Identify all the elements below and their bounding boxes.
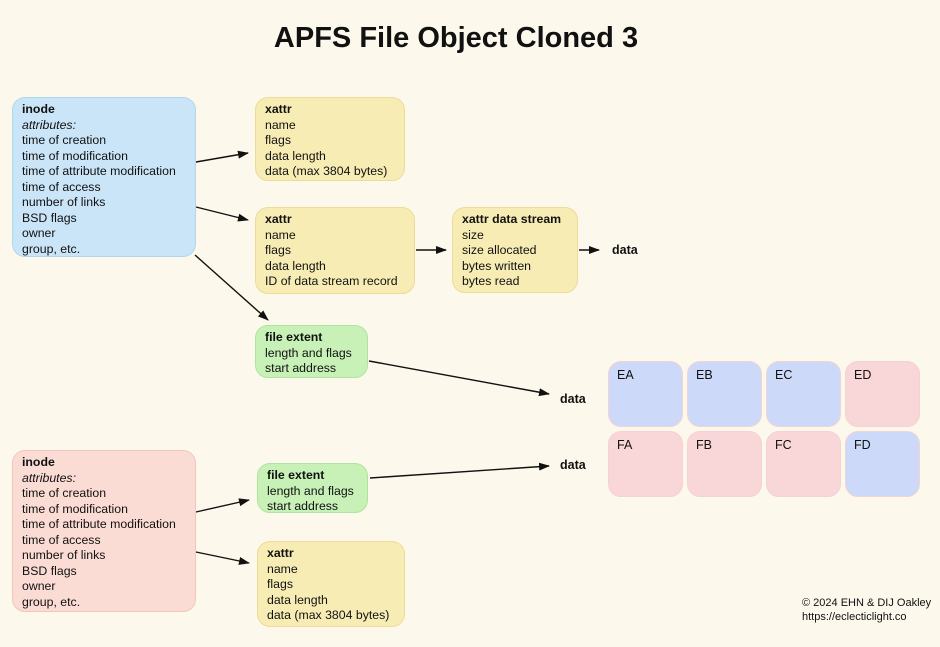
node-line: time of modification [22, 148, 128, 163]
arrow-inode-bottom-to-file-extent [195, 498, 250, 513]
arrow-inode-top-to-xattr-inline [195, 150, 249, 163]
block-label: EC [775, 368, 793, 382]
arrow-file-extent-bottom-to-data [369, 462, 550, 479]
node-line: data length [267, 592, 328, 607]
node-heading: file extent [267, 468, 325, 482]
block-label: FC [775, 438, 792, 452]
xattr-data-stream-node: xattr data stream size size allocated by… [452, 207, 578, 293]
node-line: size [462, 227, 484, 242]
node-heading: inode [22, 102, 55, 116]
inode-node-bottom: inode attributes: time of creation time … [12, 450, 196, 612]
node-line: time of access [22, 532, 101, 547]
block-label: FB [696, 438, 712, 452]
data-block-fd: FD [845, 431, 920, 497]
data-block-fc: FC [766, 431, 841, 497]
node-line: size allocated [462, 243, 537, 257]
xattr-inline-node-top: xattr name flags data length data (max 3… [255, 97, 405, 181]
node-heading: xattr [267, 546, 294, 560]
data-block-fa: FA [608, 431, 683, 497]
node-heading: inode [22, 455, 55, 469]
node-line: bytes written [462, 258, 532, 273]
node-heading: xattr data stream [462, 212, 562, 226]
node-line: name [265, 227, 296, 242]
node-line: length and flags [267, 483, 354, 498]
copyright-url: https://eclecticlight.co [802, 611, 907, 623]
node-line: time of attribute modification [22, 164, 176, 178]
block-label: EA [617, 368, 634, 382]
block-label: EB [696, 368, 713, 382]
node-line: flags [265, 133, 291, 147]
block-label: FD [854, 438, 871, 452]
data-block-fb: FB [687, 431, 762, 497]
file-extent-node-top: file extent length and flags start addre… [255, 325, 368, 378]
node-line: group, etc. [22, 241, 81, 256]
node-line: flags [265, 243, 291, 257]
copyright-line: © 2024 EHN & DIJ Oakley [802, 597, 932, 609]
node-line: name [265, 117, 296, 132]
block-label: FA [617, 438, 633, 452]
data-block-ec: EC [766, 361, 841, 427]
node-line: length and flags [265, 345, 352, 360]
node-line: name [267, 561, 298, 576]
inode-node-top: inode attributes: time of creation time … [12, 97, 196, 257]
data-block-ea: EA [608, 361, 683, 427]
file-extent-node-bottom: file extent length and flags start addre… [257, 463, 368, 513]
node-line: time of creation [22, 133, 107, 147]
data-block-eb: EB [687, 361, 762, 427]
data-label-extent-top: data [560, 392, 586, 406]
node-line: start address [265, 361, 337, 375]
node-line: data length [265, 258, 326, 273]
node-line: data (max 3804 bytes) [265, 164, 388, 178]
node-line: flags [267, 577, 293, 591]
node-line: bytes read [462, 274, 520, 288]
node-line: number of links [22, 548, 106, 562]
node-line: time of access [22, 179, 101, 194]
node-heading: file extent [265, 330, 323, 344]
node-line: BSD flags [22, 210, 77, 225]
node-line: owner [22, 226, 56, 240]
node-line: start address [267, 499, 339, 513]
xattr-inline-node-bottom: xattr name flags data length data (max 3… [257, 541, 405, 627]
page-title: APFS File Object Cloned 3 [273, 22, 639, 54]
arrow-inode-bottom-to-xattr-inline [195, 551, 250, 565]
node-line: time of creation [22, 486, 107, 500]
node-line: ID of data stream record [265, 274, 398, 288]
data-label-stream: data [612, 243, 638, 257]
node-line: time of attribute modification [22, 517, 176, 531]
arrow-inode-top-to-xattr-stream-ref [195, 206, 249, 222]
data-label-extent-bottom: data [560, 458, 586, 472]
node-line: data (max 3804 bytes) [267, 608, 390, 622]
node-line: attributes: [22, 117, 76, 132]
node-line: group, etc. [22, 594, 81, 609]
arrow-file-extent-top-to-data [368, 360, 550, 397]
data-block-ed: ED [845, 361, 920, 427]
copyright-note: © 2024 EHN & DIJ Oakley https://eclectic… [802, 596, 931, 624]
node-line: time of modification [22, 501, 128, 516]
node-line: data length [265, 148, 326, 163]
block-label: ED [854, 368, 872, 382]
node-heading: xattr [265, 102, 292, 116]
xattr-stream-ref-node: xattr name flags data length ID of data … [255, 207, 415, 294]
node-line: owner [22, 579, 56, 593]
node-line: attributes: [22, 470, 76, 485]
node-line: BSD flags [22, 563, 77, 578]
node-line: number of links [22, 195, 106, 209]
node-heading: xattr [265, 212, 292, 226]
